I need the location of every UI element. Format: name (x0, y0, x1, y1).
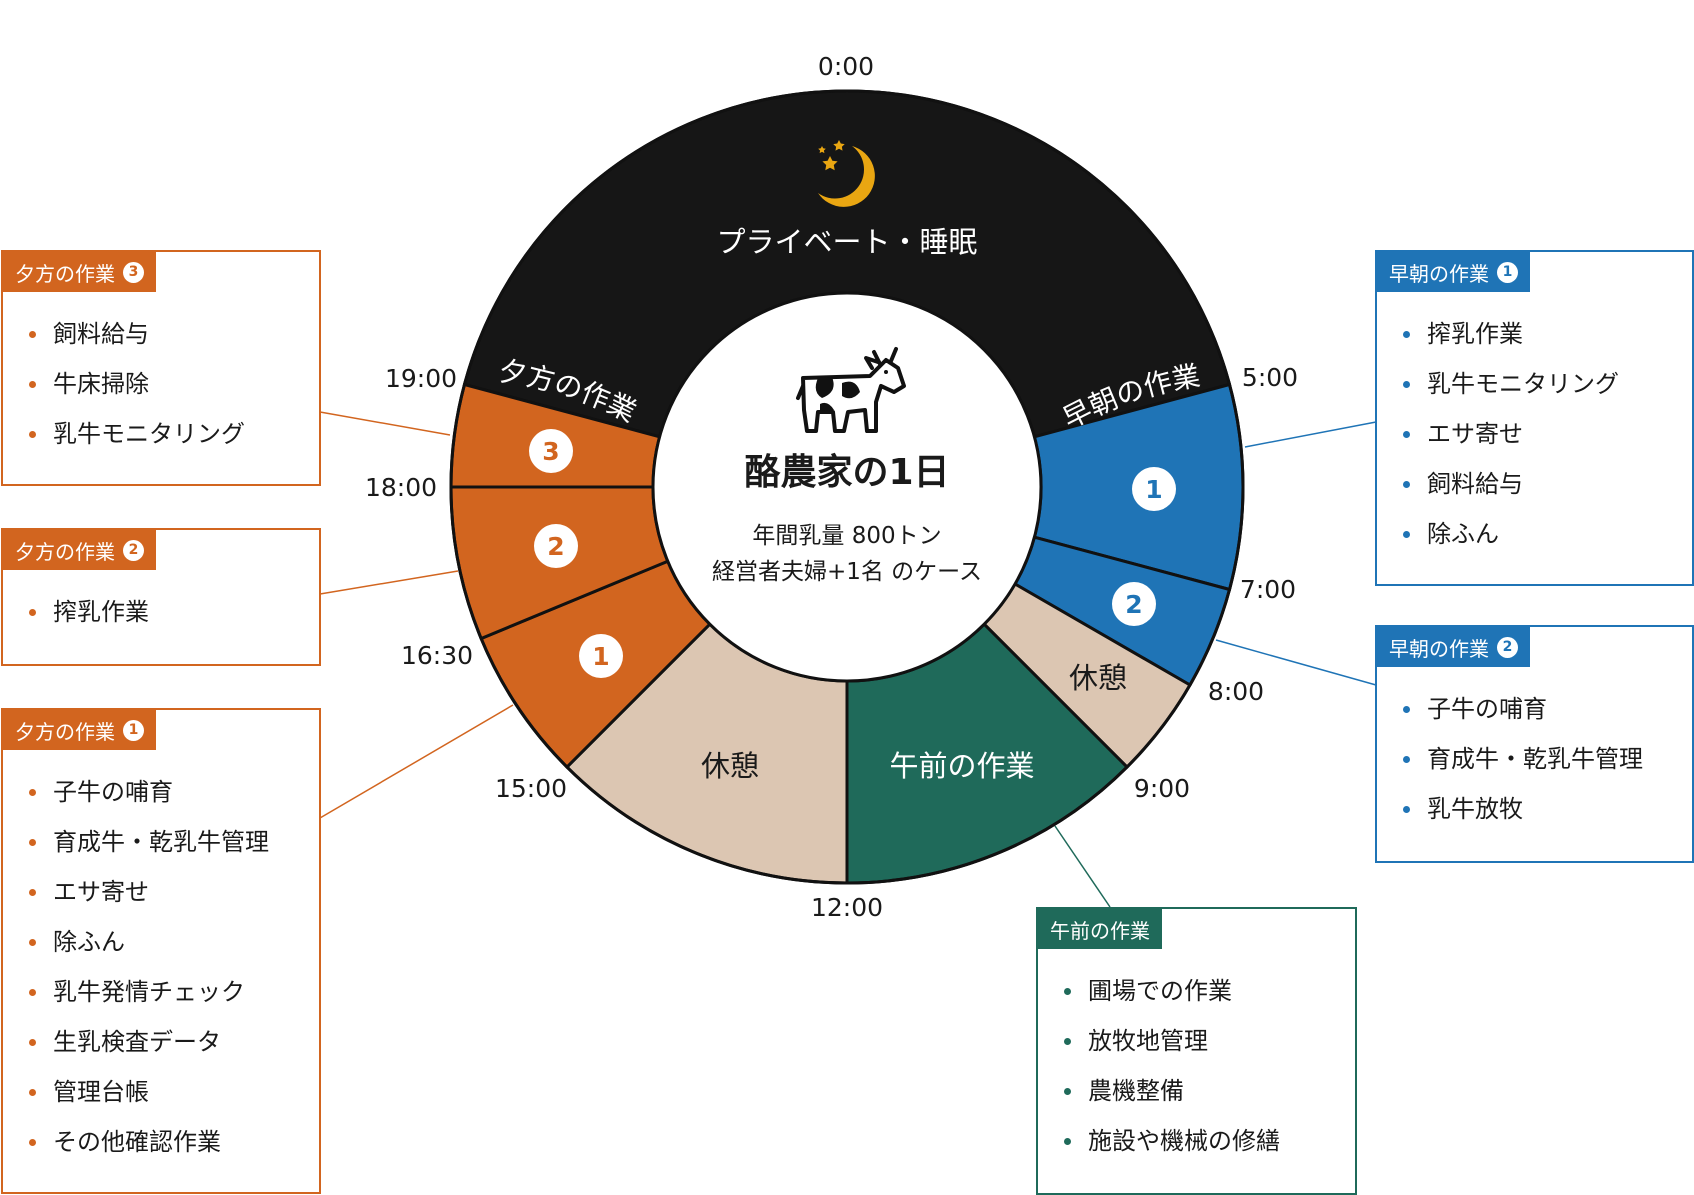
task-item: 育成牛・乾乳牛管理 (1403, 739, 1643, 789)
task-box-morning2: 早朝の作業 2 子牛の哺育 育成牛・乾乳牛管理 乳牛放牧 (1375, 625, 1694, 863)
badge-morning2: 2 (1112, 582, 1156, 626)
svg-text:2: 2 (547, 532, 564, 561)
task-box-evening2: 夕方の作業 2 搾乳作業 (1, 528, 321, 666)
task-item: 農機整備 (1064, 1071, 1280, 1121)
task-box-forenoon: 午前の作業 圃場での作業 放牧地管理 農機整備 施設や機械の修繕 (1036, 907, 1357, 1195)
center-subtitle-line1: 年間乳量 800トン (752, 523, 941, 549)
svg-text:1: 1 (1145, 475, 1162, 504)
badge-evening1: 1 (579, 634, 623, 678)
task-item: 子牛の哺育 (1403, 689, 1643, 739)
connector-evening1 (319, 704, 514, 819)
task-item: 育成牛・乾乳牛管理 (29, 822, 269, 872)
task-item: エサ寄せ (29, 872, 269, 922)
time-label-0500: 5:00 (1242, 363, 1298, 392)
task-box-number-badge: 1 (1497, 261, 1518, 283)
segment-label-rest-morning: 休憩 (1069, 661, 1127, 695)
connector-morning1 (1244, 421, 1377, 448)
cow-icon (796, 347, 906, 433)
task-item: 搾乳作業 (29, 592, 149, 642)
task-box-number-badge: 2 (123, 539, 144, 561)
task-box-morning1: 早朝の作業 1 搾乳作業 乳牛モニタリング エサ寄せ 飼料給与 除ふん (1375, 250, 1694, 586)
center-subtitle-line2: 経営者夫婦+1名 のケース (712, 559, 982, 585)
task-box-number-badge: 2 (1497, 636, 1518, 658)
time-labels: 0:00 5:00 7:00 8:00 9:00 12:00 15:00 16:… (365, 52, 1298, 922)
task-list: 子牛の哺育 育成牛・乾乳牛管理 エサ寄せ 除ふん 乳牛発情チェック 生乳検査デー… (29, 772, 269, 1172)
task-item: 乳牛モニタリング (29, 414, 245, 464)
task-box-evening3: 夕方の作業 3 飼料給与 牛床掃除 乳牛モニタリング (1, 250, 321, 486)
segment-label-rest-noon: 休憩 (701, 749, 759, 783)
task-box-title: 午前の作業 (1050, 918, 1150, 943)
ring-inner-border (651, 291, 1043, 683)
task-box-title: 早朝の作業 (1389, 636, 1489, 661)
connector-evening2 (319, 570, 459, 595)
time-label-1200: 12:00 (811, 893, 883, 922)
badge-evening3: 3 (529, 429, 573, 473)
task-box-header: 早朝の作業 1 (1377, 252, 1530, 292)
task-item: 子牛の哺育 (29, 772, 269, 822)
connector-morning2 (1215, 639, 1377, 686)
segment-label-sleep: プライベート・睡眠 (716, 225, 977, 259)
ring-outer-border (449, 89, 1245, 885)
task-item: 管理台帳 (29, 1072, 269, 1122)
task-box-header: 夕方の作業 3 (3, 252, 156, 292)
task-box-header: 夕方の作業 1 (3, 710, 156, 750)
time-label-0900: 9:00 (1134, 774, 1190, 803)
task-box-header: 夕方の作業 2 (3, 530, 156, 570)
task-item: 圃場での作業 (1064, 971, 1280, 1021)
task-item: エサ寄せ (1403, 414, 1619, 464)
task-item: 乳牛放牧 (1403, 789, 1643, 839)
task-box-title: 夕方の作業 (15, 539, 115, 564)
task-item: 生乳検査データ (29, 1022, 269, 1072)
task-item: 施設や機械の修繕 (1064, 1121, 1280, 1171)
moon-stars-icon (818, 140, 875, 207)
task-box-evening1: 夕方の作業 1 子牛の哺育 育成牛・乾乳牛管理 エサ寄せ 除ふん 乳牛発情チェッ… (1, 708, 321, 1194)
task-item: 放牧地管理 (1064, 1021, 1280, 1071)
time-label-0700: 7:00 (1240, 575, 1296, 604)
task-list: 圃場での作業 放牧地管理 農機整備 施設や機械の修繕 (1064, 971, 1280, 1171)
task-item: 牛床掃除 (29, 364, 245, 414)
task-list: 搾乳作業 (29, 592, 149, 642)
task-item: 搾乳作業 (1403, 314, 1619, 364)
task-list: 飼料給与 牛床掃除 乳牛モニタリング (29, 314, 245, 464)
task-box-title: 早朝の作業 (1389, 261, 1489, 286)
task-box-title: 夕方の作業 (15, 719, 115, 744)
svg-text:1: 1 (592, 642, 609, 671)
time-label-1800: 18:00 (365, 473, 437, 502)
time-label-1900: 19:00 (385, 364, 457, 393)
time-label-1630: 16:30 (401, 641, 473, 670)
segment-label-forenoon: 午前の作業 (889, 749, 1034, 783)
task-item: 乳牛発情チェック (29, 972, 269, 1022)
connector-forenoon (1054, 825, 1111, 908)
connector-lines (319, 411, 1377, 908)
task-box-title: 夕方の作業 (15, 261, 115, 286)
connector-evening3 (319, 411, 451, 436)
task-item: 飼料給与 (29, 314, 245, 364)
task-box-header: 早朝の作業 2 (1377, 627, 1530, 667)
task-box-number-badge: 1 (123, 719, 144, 741)
task-item: 飼料給与 (1403, 464, 1619, 514)
badge-evening2: 2 (534, 524, 578, 568)
time-label-0800: 8:00 (1208, 677, 1264, 706)
time-label-1500: 15:00 (495, 774, 567, 803)
task-item: その他確認作業 (29, 1122, 269, 1172)
time-label-0000: 0:00 (818, 52, 874, 81)
task-box-header: 午前の作業 (1038, 909, 1162, 949)
task-list: 搾乳作業 乳牛モニタリング エサ寄せ 飼料給与 除ふん (1403, 314, 1619, 564)
svg-text:3: 3 (542, 437, 559, 466)
task-item: 除ふん (1403, 514, 1619, 564)
task-box-number-badge: 3 (123, 261, 144, 283)
task-list: 子牛の哺育 育成牛・乾乳牛管理 乳牛放牧 (1403, 689, 1643, 839)
center-title: 酪農家の1日 (744, 452, 949, 493)
task-item: 除ふん (29, 922, 269, 972)
svg-text:2: 2 (1125, 590, 1142, 619)
badge-morning1: 1 (1132, 467, 1176, 511)
task-item: 乳牛モニタリング (1403, 364, 1619, 414)
